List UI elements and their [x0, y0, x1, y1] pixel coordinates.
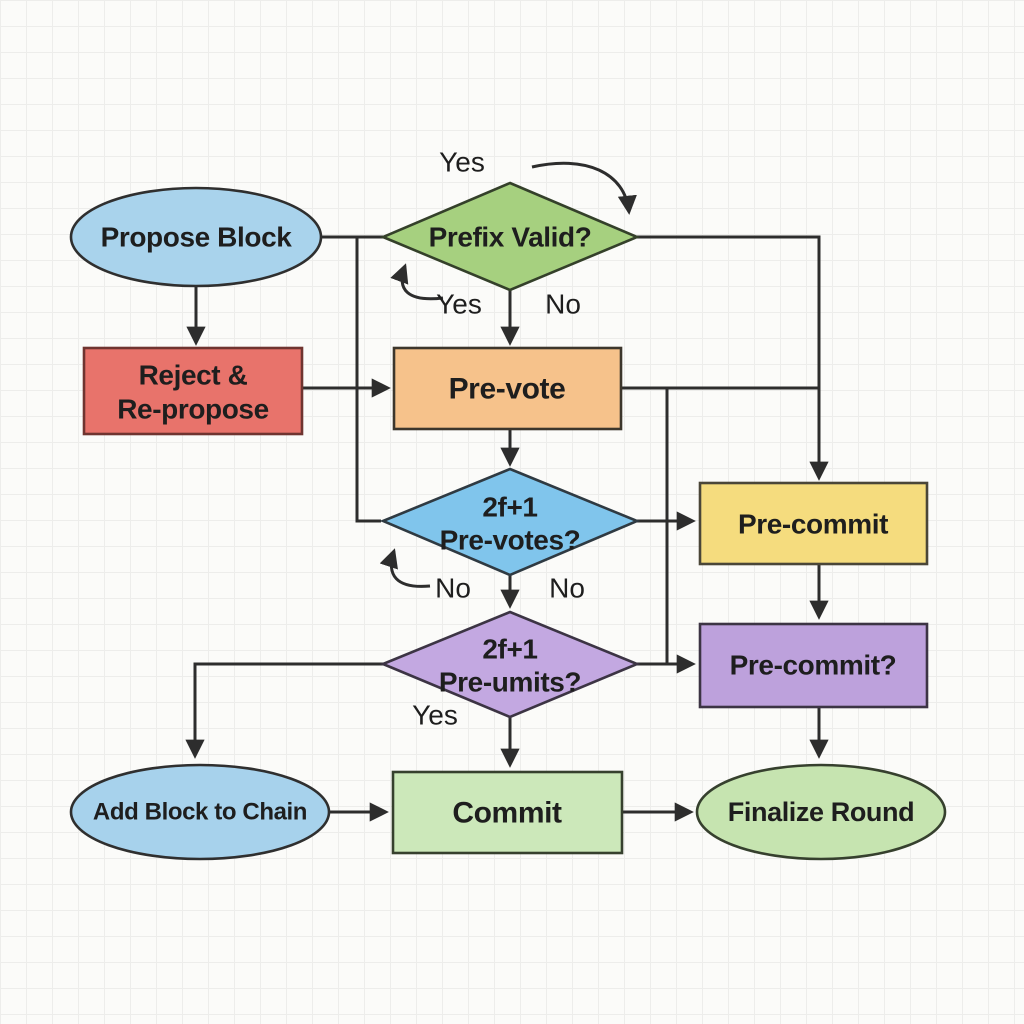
prevotes-decision-label-line2: Pre-votes?: [440, 525, 581, 556]
add-block-to-chain-shape: [69, 763, 331, 861]
edge-label-prefix-no: No: [545, 289, 581, 320]
node-reject-repropose: Reject & Re-propose: [82, 346, 304, 436]
curved-arrow-prefix-yes-top: [531, 161, 637, 215]
node-finalize-round: Finalize Round: [695, 763, 947, 861]
precommits-decision-label-line2: Pre-umits?: [439, 667, 581, 698]
edges: [185, 161, 829, 822]
reject-repropose-shape: [82, 346, 304, 436]
edge-label-prefix-yes-loop: Yes: [436, 289, 482, 320]
curved-arrow-prefix-yes-loop: [390, 263, 444, 301]
pre-vote-label: Pre-vote: [449, 373, 566, 406]
pre-commit-shape: [698, 481, 929, 566]
edge-label-prefix-yes-top: Yes: [439, 147, 485, 178]
propose-block-shape: [69, 186, 323, 288]
propose-block-label: Propose Block: [101, 222, 293, 253]
edge-label-prevotes-no-loop: No: [435, 573, 471, 604]
node-pre-commit: Pre-commit: [698, 481, 929, 566]
precommits-decision-label-line1: 2f+1: [482, 634, 537, 665]
reject-repropose-label-line2: Re-propose: [117, 394, 269, 425]
node-commit: Commit: [391, 770, 624, 855]
add-block-to-chain-label: Add Block to Chain: [93, 799, 307, 826]
node-prevotes-decision: 2f+1 Pre-votes?: [379, 467, 641, 577]
edge-precommits-yes-to-add-block: [185, 662, 383, 759]
finalize-round-shape: [695, 763, 947, 861]
node-prefix-valid: Prefix Valid?: [379, 181, 641, 292]
precommits-decision-shape: [379, 610, 641, 719]
commit-shape: [391, 770, 624, 855]
commit-label: Commit: [452, 797, 562, 830]
pre-commit-label: Pre-commit: [738, 509, 888, 540]
reject-repropose-label-line1: Reject &: [139, 360, 248, 391]
curved-arrow-prevotes-no-loop: [379, 548, 431, 588]
edge-label-prevotes-no: No: [549, 573, 585, 604]
prevotes-decision-shape: [379, 467, 641, 577]
node-pre-commit-check: Pre-commit?: [698, 622, 929, 709]
edge-labels: Yes Yes No No No Yes: [412, 147, 585, 731]
prevotes-decision-label-line1: 2f+1: [482, 492, 537, 523]
edge-label-precommits-yes: Yes: [412, 700, 458, 731]
pre-commit-check-shape: [698, 622, 929, 709]
node-precommits-decision: 2f+1 Pre-umits?: [379, 610, 641, 719]
prefix-valid-label: Prefix Valid?: [429, 222, 592, 253]
edge-propose-branch-to-prevotes-decision: [355, 237, 381, 523]
edge-prefix-to-precommit: [637, 235, 829, 481]
node-pre-vote: Pre-vote: [392, 346, 623, 431]
prefix-valid-shape: [379, 181, 641, 292]
pre-commit-check-label: Pre-commit?: [730, 650, 897, 681]
pre-vote-shape: [392, 346, 623, 431]
finalize-round-label: Finalize Round: [728, 797, 914, 827]
node-add-block-to-chain: Add Block to Chain: [69, 763, 331, 861]
node-propose-block: Propose Block: [69, 186, 323, 288]
